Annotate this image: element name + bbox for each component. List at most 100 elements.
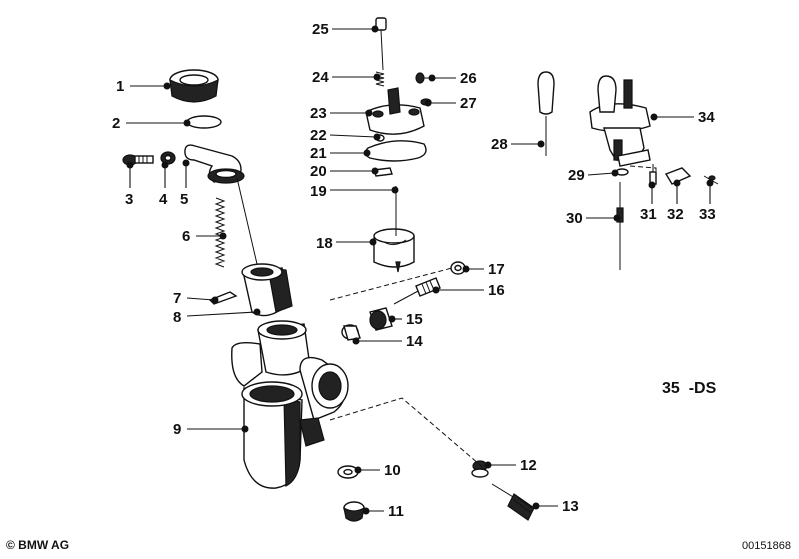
svg-text:5: 5 [180,191,188,208]
callout-12[interactable]: 12 [484,457,537,474]
part-5-elbow [184,144,245,184]
callout-15[interactable]: 15 [388,311,423,328]
part-17-nut [450,261,466,275]
part-12-nut [471,460,489,478]
part-30-needle [616,182,624,270]
callout-33[interactable]: 33 [699,179,716,224]
svg-text:4: 4 [159,191,168,208]
svg-text:15: 15 [406,311,423,328]
svg-text:14: 14 [406,333,423,350]
svg-text:3: 3 [125,191,133,208]
svg-text:13: 13 [562,498,579,515]
callout-16[interactable]: 16 [432,282,505,299]
svg-text:10: 10 [384,462,401,479]
callout-13[interactable]: 13 [532,498,579,515]
svg-text:20: 20 [310,163,327,180]
callout-23[interactable]: 23 [310,105,373,122]
callout-4[interactable]: 4 [159,161,169,209]
svg-text:26: 26 [460,70,477,87]
svg-text:6: 6 [182,228,190,245]
part-21-gasket [364,140,427,162]
callout-group: 1 2 3 4 5 6 7 8 9 10 11 12 13 14 15 16 1… [112,21,716,520]
callout-30[interactable]: 30 [566,210,621,227]
part-32-bracket [664,167,692,185]
callout-19[interactable]: 19 [310,183,399,200]
svg-text:7: 7 [173,290,181,307]
part-9-carburettor-body [231,320,349,489]
callout-14[interactable]: 14 [352,333,424,350]
callout-34[interactable]: 34 [650,109,716,126]
svg-text:21: 21 [310,145,327,162]
svg-text:17: 17 [488,261,505,278]
copyright-notice: © BMW AG [6,538,70,552]
callout-24[interactable]: 24 [312,69,381,86]
variant-label: 35 -DS [662,380,717,397]
callout-28[interactable]: 28 [491,136,545,153]
callout-32[interactable]: 32 [667,179,684,224]
svg-text:29: 29 [568,167,585,184]
svg-text:30: 30 [566,210,583,227]
callout-17[interactable]: 17 [462,261,505,278]
svg-text:32: 32 [667,206,684,223]
part-10-washer [337,465,359,479]
svg-text:34: 34 [698,109,715,126]
part-24-tickler-spring [375,71,385,87]
callout-2[interactable]: 2 [112,115,191,132]
callout-29[interactable]: 29 [568,167,619,184]
svg-text:31: 31 [640,206,657,223]
part-25-tickler-pin [375,17,387,71]
part-23-cover [365,87,425,135]
svg-text:9: 9 [173,421,181,438]
svg-text:19: 19 [310,183,327,200]
callout-21[interactable]: 21 [310,145,371,162]
svg-text:2: 2 [112,115,120,132]
svg-text:28: 28 [491,136,508,153]
callout-10[interactable]: 10 [354,462,401,479]
svg-text:33: 33 [699,206,716,223]
svg-text:16: 16 [488,282,505,299]
part-15-sleeve [369,307,393,331]
assembly-line-jet [329,397,487,471]
part-33-screw [703,175,719,185]
diagram-number: 00151868 [742,540,791,552]
callout-11[interactable]: 11 [362,503,404,520]
svg-text:22: 22 [310,127,327,144]
callout-8[interactable]: 8 [173,308,261,327]
callout-1[interactable]: 1 [116,78,171,95]
part-28-choke-tube [537,71,555,156]
callout-27[interactable]: 27 [424,95,477,112]
callout-25[interactable]: 25 [312,21,379,38]
part-14-bush [341,324,361,341]
part-18-float [373,228,415,273]
callout-22[interactable]: 22 [310,127,381,144]
callout-7[interactable]: 7 [173,290,219,307]
svg-text:18: 18 [316,235,333,252]
part-8-sleeve [241,263,293,317]
part-34-choke-assembly [589,75,651,167]
svg-text:12: 12 [520,457,537,474]
part-1-cap [169,69,219,103]
svg-text:24: 24 [312,69,329,86]
part-2-o-ring [186,115,222,129]
part-13-adjusting-screw [491,483,535,521]
part-11-drain-plug [343,501,365,522]
callout-20[interactable]: 20 [310,163,379,180]
callout-18[interactable]: 18 [316,235,377,252]
callout-5[interactable]: 5 [180,159,190,209]
part-3-bolt [122,154,154,166]
assembly-line-choke [629,165,657,172]
callout-26[interactable]: 26 [428,70,477,87]
callout-3[interactable]: 3 [125,161,134,209]
assembly-line-idle [329,267,453,301]
svg-text:11: 11 [388,503,404,520]
part-6-spring [214,177,258,268]
svg-text:1: 1 [116,78,124,95]
callout-31[interactable]: 31 [640,181,657,224]
callout-6[interactable]: 6 [182,228,227,245]
svg-text:27: 27 [460,95,477,112]
svg-text:8: 8 [173,309,181,326]
part-31-jet [649,164,657,185]
callout-9[interactable]: 9 [173,421,249,438]
svg-text:25: 25 [312,21,329,38]
